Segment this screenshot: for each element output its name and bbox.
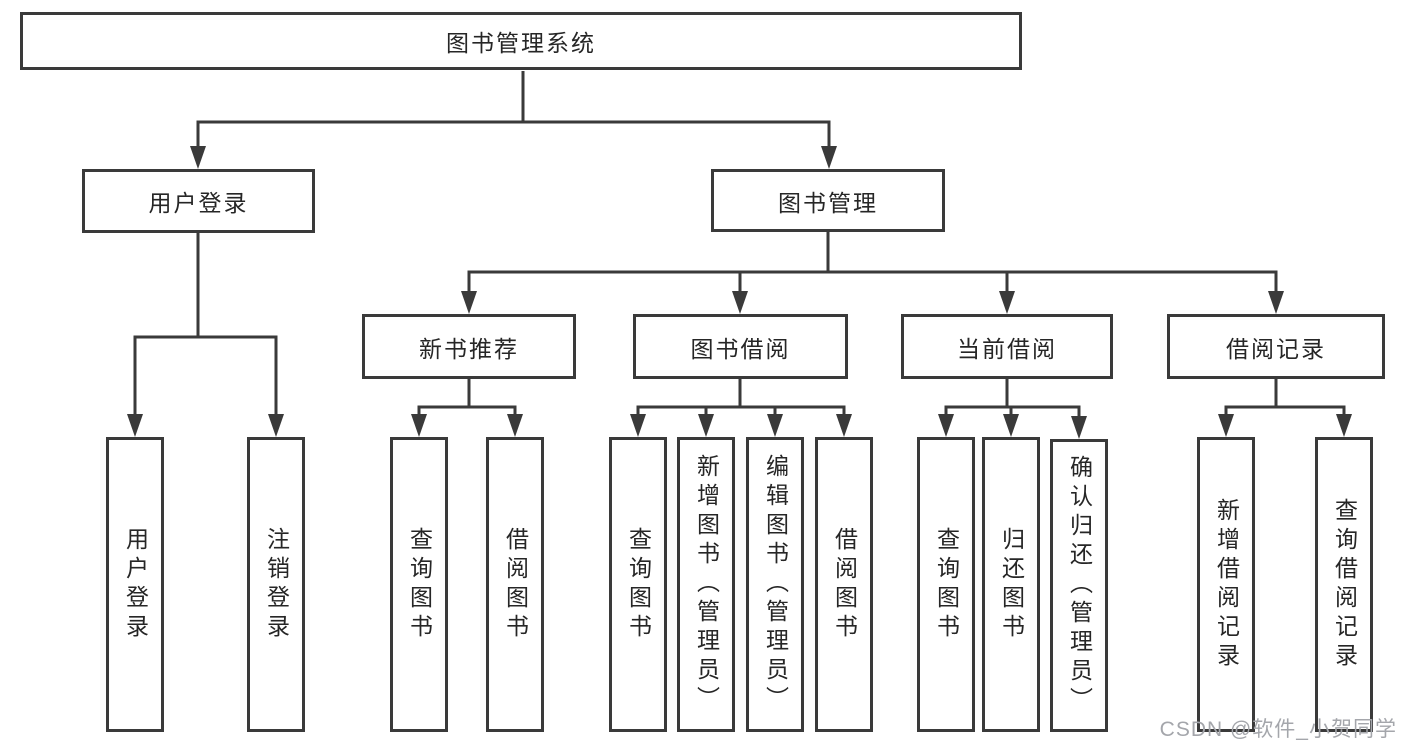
leaf-user-login: 用户登录 [106, 437, 164, 732]
node-borrow-records: 借阅记录 [1167, 314, 1385, 379]
leaf-edit-books-admin-label: 编辑图书（管理员） [762, 454, 789, 715]
node-new-book-recommend: 新书推荐 [362, 314, 576, 379]
leaf-add-books-admin: 新增图书（管理员） [677, 437, 735, 732]
leaf-borrow-books-2: 借阅图书 [815, 437, 873, 732]
node-current-borrow-label: 当前借阅 [957, 335, 1057, 362]
leaf-query-books-2-label: 查询图书 [625, 526, 652, 643]
leaf-edit-books-admin: 编辑图书（管理员） [746, 437, 804, 732]
node-book-management-label: 图书管理 [778, 189, 878, 216]
leaf-logout-label: 注销登录 [263, 526, 290, 643]
node-user-login-label: 用户登录 [148, 190, 249, 216]
node-new-book-recommend-label: 新书推荐 [419, 335, 519, 362]
leaf-borrow-books-2-label: 借阅图书 [831, 526, 858, 643]
node-user-login: 用户登录 [82, 169, 315, 233]
leaf-add-books-admin-label: 新增图书（管理员） [693, 454, 720, 715]
node-current-borrow: 当前借阅 [901, 314, 1113, 379]
leaf-confirm-return-admin: 确认归还（管理员） [1050, 439, 1108, 732]
leaf-query-borrow-record-label: 查询借阅记录 [1331, 497, 1358, 672]
csdn-watermark: CSDN @软件_小贺同学 [1159, 718, 1397, 741]
leaf-logout: 注销登录 [247, 437, 305, 732]
node-book-borrow: 图书借阅 [633, 314, 848, 379]
leaf-query-books-1-label: 查询图书 [406, 526, 433, 643]
leaf-query-books-3: 查询图书 [917, 437, 975, 732]
leaf-add-borrow-record-label: 新增借阅记录 [1213, 497, 1240, 672]
leaf-query-books-2: 查询图书 [609, 437, 667, 732]
leaf-return-books: 归还图书 [982, 437, 1040, 732]
node-root: 图书管理系统 [20, 12, 1022, 70]
leaf-borrow-books-1: 借阅图书 [486, 437, 544, 732]
leaf-query-borrow-record: 查询借阅记录 [1315, 437, 1373, 732]
leaf-user-login-label: 用户登录 [122, 526, 149, 643]
leaf-return-books-label: 归还图书 [998, 526, 1025, 643]
leaf-query-books-1: 查询图书 [390, 437, 448, 732]
node-borrow-records-label: 借阅记录 [1226, 335, 1326, 362]
leaf-add-borrow-record: 新增借阅记录 [1197, 437, 1255, 732]
node-book-borrow-label: 图书借阅 [690, 335, 791, 362]
node-root-label: 图书管理系统 [446, 30, 596, 56]
node-book-management: 图书管理 [711, 169, 945, 232]
leaf-borrow-books-1-label: 借阅图书 [502, 526, 529, 643]
leaf-query-books-3-label: 查询图书 [933, 526, 960, 643]
leaf-confirm-return-admin-label: 确认归还（管理员） [1066, 455, 1093, 716]
